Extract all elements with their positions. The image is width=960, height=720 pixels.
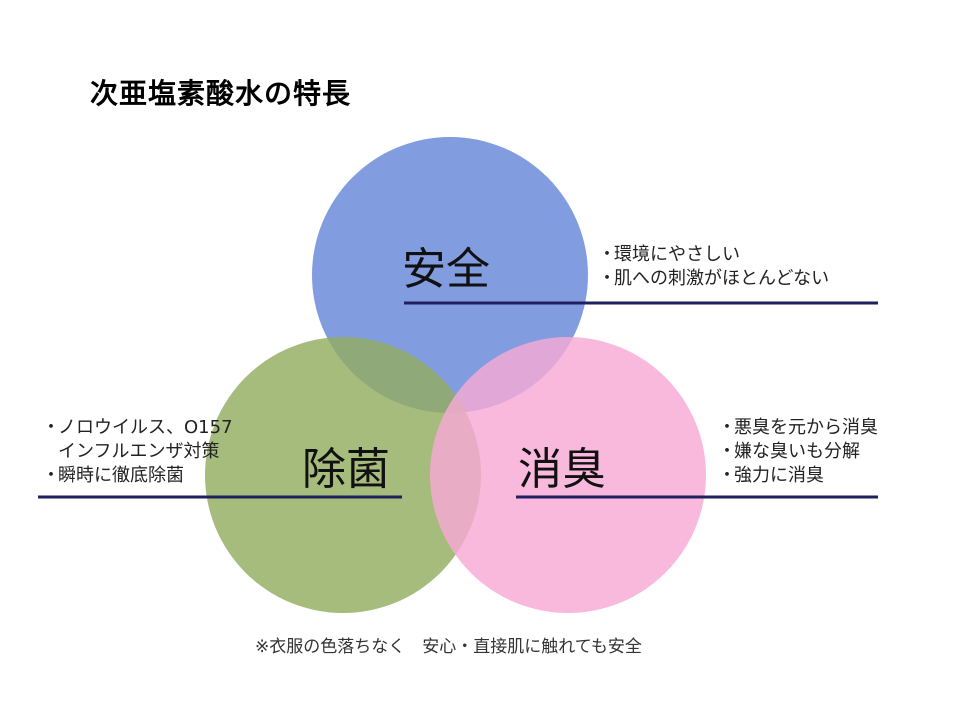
circle-deodorize [430, 337, 706, 613]
label-deodorize: 消臭 [518, 444, 606, 495]
bullet-item: ・瞬時に徹底除菌 [42, 464, 233, 488]
bullet-marker: ・ [598, 244, 616, 265]
bullet-marker: ・ [42, 417, 60, 438]
bullet-marker: ・ [598, 268, 616, 289]
bullet-text: 環境にやさしい [614, 244, 740, 265]
bullet-item: ・肌への刺激がほとんどない [598, 267, 829, 291]
footnote: ※衣服の色落ちなく 安心・直接肌に触れても安全 [255, 637, 642, 657]
bullet-text: インフルエンザ対策 [58, 441, 220, 462]
bullet-item: ・環境にやさしい [598, 243, 829, 267]
bullets-safety: ・環境にやさしい ・肌への刺激がほとんどない [598, 243, 829, 291]
circle-sterilize [205, 337, 481, 613]
bullet-text: 強力に消臭 [734, 465, 824, 486]
label-safety: 安全 [402, 244, 490, 295]
bullet-text: 悪臭を元から消臭 [734, 417, 878, 438]
bullet-text: 瞬時に徹底除菌 [58, 465, 184, 486]
bullet-item: ・嫌な臭いも分解 [718, 440, 878, 464]
bullets-sterilize: ・ノロウイルス、O157 インフルエンザ対策 ・瞬時に徹底除菌 [42, 416, 233, 488]
bullet-item: ・強力に消臭 [718, 464, 878, 488]
bullet-text: 肌への刺激がほとんどない [614, 268, 830, 289]
bullet-marker: ・ [718, 441, 736, 462]
bullet-item: ・悪臭を元から消臭 [718, 416, 878, 440]
bullets-deodorize: ・悪臭を元から消臭 ・嫌な臭いも分解 ・強力に消臭 [718, 416, 878, 488]
bullet-item: ・ノロウイルス、O157 [42, 416, 233, 440]
bullet-text: 嫌な臭いも分解 [734, 441, 860, 462]
bullet-marker: ・ [42, 465, 60, 486]
label-sterilize: 除菌 [302, 444, 390, 495]
bullet-text: ノロウイルス、O157 [58, 417, 233, 438]
bullet-item-continued: インフルエンザ対策 [42, 440, 233, 464]
bullet-marker: ・ [718, 465, 736, 486]
bullet-marker: ・ [718, 417, 736, 438]
slide-title: 次亜塩素酸水の特長 [90, 77, 352, 110]
